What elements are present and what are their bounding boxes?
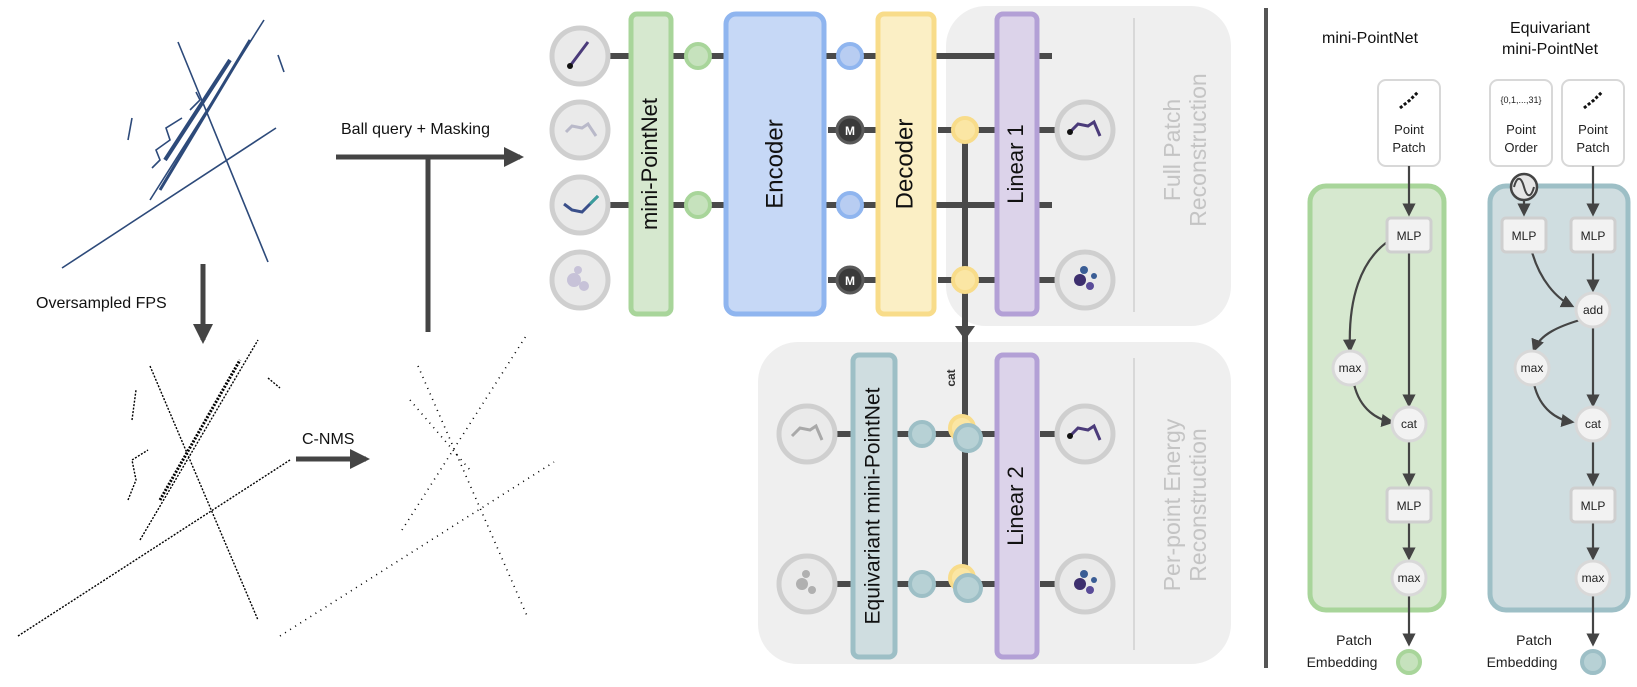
equiv-cat-label: cat — [1585, 417, 1602, 431]
input-patch-1 — [549, 25, 611, 87]
equiv-patch-line1: Point — [1578, 122, 1608, 137]
mini-mlp2 — [1385, 486, 1433, 524]
equiv-mlp-right-label: MLP — [1581, 229, 1606, 243]
decoded-token-2 — [951, 266, 979, 294]
equiv-mlp-left-label: MLP — [1512, 229, 1537, 243]
mini-max1 — [1331, 349, 1369, 387]
mini-max2-label: max — [1398, 571, 1421, 585]
embedding-token-3 — [684, 191, 712, 219]
linear1-block — [994, 11, 1040, 317]
mini-input-patch-glyph — [1399, 90, 1420, 110]
full-patch-line1: Full Patch — [1159, 99, 1185, 201]
linear2-block — [994, 352, 1040, 660]
cnms-label: C-NMS — [302, 431, 354, 448]
mini-pointnet-block — [628, 11, 674, 317]
cat-arrowhead — [955, 326, 975, 340]
equiv-patch-glyph — [1583, 90, 1604, 110]
equivariant-mini-pointnet-block — [850, 352, 898, 660]
equiv-order-line1: Point — [1506, 122, 1536, 137]
encoder-label: Encoder — [761, 119, 788, 208]
mask-token-2: M — [835, 265, 865, 295]
mini-input-line2: Patch — [1392, 140, 1425, 155]
cat-label: cat — [944, 369, 958, 386]
fps-label: Oversampled FPS — [36, 295, 167, 312]
energy-reconstruction-1 — [1054, 403, 1116, 465]
full-patch-line2: Reconstruction — [1185, 73, 1211, 226]
perpoint-line1: Per-point Energy — [1159, 418, 1185, 591]
encoded-token-3 — [836, 191, 864, 219]
mini-cat — [1390, 405, 1428, 443]
energy-reconstruction-2 — [1054, 553, 1116, 615]
mask-token-1: M — [835, 115, 865, 145]
mini-mlp1 — [1385, 216, 1433, 254]
equiv-embedding-1 — [908, 420, 936, 448]
equiv-add — [1574, 291, 1612, 329]
input-patch-4-masked — [549, 249, 611, 311]
input-patch-3 — [549, 174, 611, 236]
equiv-max2-label: max — [1582, 571, 1605, 585]
equiv-max1 — [1513, 349, 1551, 387]
concat-token-2 — [948, 564, 983, 603]
equiv-mlp-right — [1569, 216, 1617, 254]
linear2-label: Linear 2 — [1003, 466, 1028, 546]
masked-patch-input-2 — [776, 553, 838, 615]
mini-cat-label: cat — [1401, 417, 1418, 431]
event-track-plot — [61, 19, 285, 269]
decoded-token-1 — [951, 116, 979, 144]
equiv-max1-label: max — [1521, 361, 1544, 375]
equiv-out-line2: Embedding — [1487, 654, 1558, 670]
equiv-order-line2: Order — [1504, 140, 1538, 155]
mini-title: mini-PointNet — [1322, 30, 1419, 47]
mini-input-line1: Point — [1394, 122, 1424, 137]
mini-output-embedding — [1396, 649, 1422, 675]
equiv-mlp-left — [1500, 216, 1548, 254]
svg-text:M: M — [845, 124, 855, 138]
equiv-out-line1: Patch — [1516, 632, 1552, 648]
embedding-token-1 — [684, 42, 712, 70]
mini-out-line1: Patch — [1336, 632, 1372, 648]
equiv-title-line1: Equivariant — [1510, 20, 1591, 37]
mini-pointnet-label: mini-PointNet — [637, 98, 662, 230]
equiv-patch-line2: Patch — [1576, 140, 1609, 155]
mini-max2 — [1390, 559, 1428, 597]
sinusoid-icon — [1509, 172, 1539, 202]
mini-max1-label: max — [1339, 361, 1362, 375]
concat-token-1 — [948, 414, 983, 453]
decoder-label: Decoder — [891, 119, 918, 210]
mini-mlp1-label: MLP — [1397, 229, 1422, 243]
equiv-embedding-2 — [908, 570, 936, 598]
decoder-block — [875, 11, 937, 317]
equiv-max2 — [1574, 559, 1612, 597]
encoder-block — [723, 11, 827, 317]
mini-out-line2: Embedding — [1307, 654, 1378, 670]
equiv-output-embedding — [1580, 649, 1606, 675]
equivariant-mini-pointnet-label: Equivariant mini-PointNet — [862, 387, 885, 624]
equiv-order-set: {0,1,...,31} — [1500, 95, 1541, 105]
perpoint-line2: Reconstruction — [1185, 428, 1211, 581]
mini-mlp2-label: MLP — [1397, 499, 1422, 513]
ball-query-label: Ball query + Masking — [341, 121, 490, 138]
equiv-cat — [1574, 405, 1612, 443]
svg-text:M: M — [845, 274, 855, 288]
reconstructed-patch-1 — [1054, 99, 1116, 161]
input-patch-2-masked — [549, 99, 611, 161]
equiv-mlp2 — [1569, 486, 1617, 524]
reconstructed-patch-2 — [1054, 249, 1116, 311]
equiv-order-box — [1489, 79, 1553, 167]
masked-patch-input-1 — [776, 403, 838, 465]
equiv-add-label: add — [1583, 303, 1603, 317]
equiv-mlp2-label: MLP — [1581, 499, 1606, 513]
fps-sampled-plot — [17, 339, 291, 637]
encoded-token-1 — [836, 42, 864, 70]
equiv-title-line2: mini-PointNet — [1502, 41, 1599, 58]
linear1-label: Linear 1 — [1003, 124, 1028, 204]
cnms-sampled-plot — [279, 335, 555, 637]
